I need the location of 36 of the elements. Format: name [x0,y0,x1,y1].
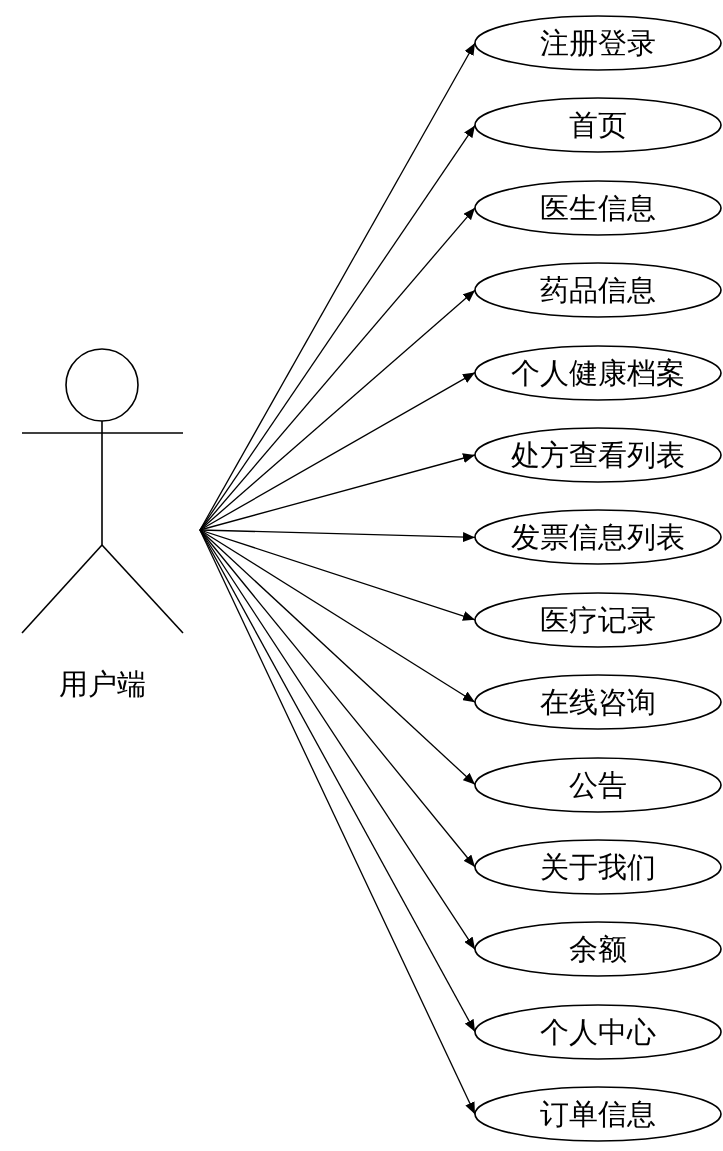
use-case-label: 医疗记录 [539,602,657,637]
use-case-label: 关于我们 [539,850,657,884]
use-case-label: 在线咨询 [539,685,657,720]
arrow [199,529,476,621]
actor-label: 用户端 [57,667,147,701]
use-case-ellipse [474,674,722,731]
use-case-label: 个人健康档案 [510,355,686,390]
use-case-label: 公告 [568,767,628,802]
use-case-ellipse [474,262,722,319]
use-case-ellipse [474,15,722,71]
use-case-label: 发票信息列表 [510,520,686,555]
use-case-ellipse [474,756,722,813]
use-case-label: 药品信息 [539,273,657,308]
use-case-label: 个人中心 [539,1014,657,1049]
arrow [199,529,476,786]
use-case-label: 余额 [568,932,628,967]
use-case-ellipse [474,1003,722,1060]
use-case-label: 医生信息 [539,190,657,225]
use-case-label: 注册登录 [539,26,657,60]
use-case-ellipse [474,1086,722,1143]
use-case-ellipse [474,591,722,648]
arrow [199,207,476,531]
use-case-ellipse [474,427,722,483]
arrow [199,289,476,531]
arrow [199,529,476,543]
use-case-label: 首页 [568,108,628,143]
use-case-ellipse [474,179,722,236]
arrow [199,371,476,531]
use-case-ellipse [474,344,722,401]
use-case-label: 处方查看列表 [510,438,686,472]
arrow [199,529,476,868]
use-case-ellipse [474,839,722,895]
use-case-ellipse [474,97,722,154]
use-case-ellipse [474,509,722,566]
use-case-ellipse [474,921,722,978]
use-case-label: 订单信息 [539,1097,657,1132]
